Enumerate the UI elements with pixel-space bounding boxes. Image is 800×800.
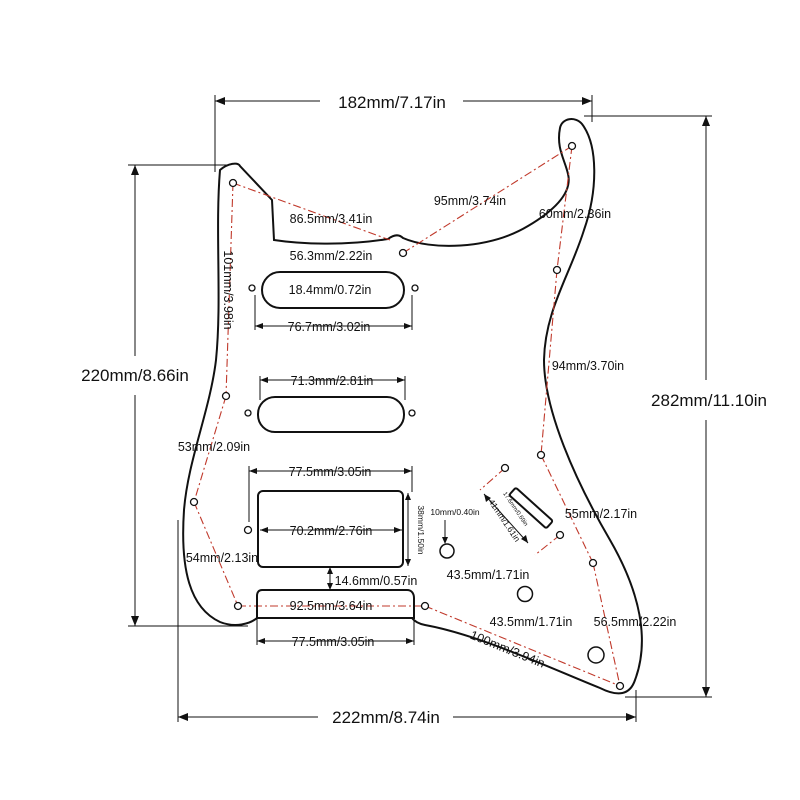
bridge-outer-width-label: 77.5mm/3.05in xyxy=(289,465,372,479)
left-lower-label: 54mm/2.13in xyxy=(186,551,258,565)
red-line-top-right xyxy=(402,145,573,254)
middle-pickup-cutout xyxy=(257,396,405,433)
top-width-label: 182mm/7.17in xyxy=(338,93,446,112)
screw-hole xyxy=(398,248,408,258)
left-height-label: 220mm/8.66in xyxy=(81,366,189,385)
screw-hole xyxy=(552,265,562,275)
bottom-screw-span-label: 92.5mm/3.64in xyxy=(290,599,373,613)
switch-slot-outline xyxy=(508,487,554,529)
knob-spacing-2-label: 43.5mm/1.71in xyxy=(490,615,573,629)
red-line-switch-2 xyxy=(534,534,561,556)
screw-holes xyxy=(189,141,625,691)
screw-hole xyxy=(243,525,253,535)
screw-hole xyxy=(615,681,625,691)
right-middle-label: 94mm/3.70in xyxy=(552,359,624,373)
bottom-width-label: 222mm/8.74in xyxy=(332,708,440,727)
neck-pickup-cutout xyxy=(261,271,405,309)
red-line-left-lower xyxy=(193,501,239,607)
red-line-left-middle xyxy=(193,395,227,503)
bottom-pickup-width-label: 77.5mm/3.05in xyxy=(292,635,375,649)
screw-hole xyxy=(233,601,243,611)
screw-hole xyxy=(567,141,577,151)
red-line-switch-1 xyxy=(479,467,506,491)
screw-hole xyxy=(420,601,430,611)
pickup-screw-hole xyxy=(248,284,256,292)
switch-slot xyxy=(508,487,554,529)
neck-pickup-height-label: 18.4mm/0.72in xyxy=(289,283,372,297)
pickup-screw-hole xyxy=(244,409,252,417)
knob-spacing-1-label: 43.5mm/1.71in xyxy=(447,568,530,582)
middle-pickup-width-label: 71.3mm/2.81in xyxy=(291,374,374,388)
switch-length-label: 41mm/1.61in xyxy=(487,497,523,544)
right-bottom-label: 56.5mm/2.22in xyxy=(594,615,677,629)
red-line-right-middle xyxy=(540,269,558,456)
bottom-diagonal-label: 100mm/3.94in xyxy=(468,628,547,671)
pickup-screw-hole xyxy=(408,409,416,417)
jack-offset-label: 10mm/0.40in xyxy=(430,507,479,517)
red-line-bottom-right xyxy=(424,605,621,687)
bridge-height-label: 38mm/1.50in xyxy=(416,505,426,554)
volume-knob-hole xyxy=(439,543,455,559)
notch-to-top-right-label: 95mm/3.74in xyxy=(434,194,506,208)
pickguard-outline xyxy=(182,118,643,695)
left-middle-label: 53mm/2.09in xyxy=(178,440,250,454)
pickup-screw-hole xyxy=(411,284,419,292)
screw-hole xyxy=(588,558,598,568)
red-line-left-upper xyxy=(225,182,234,397)
screw-hole xyxy=(221,391,231,401)
bridge-inner-width-label: 70.2mm/2.76in xyxy=(290,524,373,538)
bridge-gap-label: 14.6mm/0.57in xyxy=(335,574,418,588)
red-line-right-upper xyxy=(556,145,573,271)
tone-knob-hole-2 xyxy=(587,646,605,664)
red-line-right-lower xyxy=(540,454,594,564)
right-height-label: 282mm/11.10in xyxy=(651,391,767,410)
screw-hole xyxy=(555,530,565,540)
screw-hole xyxy=(189,497,199,507)
screw-hole xyxy=(536,450,546,460)
left-upper-label: 101mm/3.98in xyxy=(221,250,235,329)
right-lower-label: 55mm/2.17in xyxy=(565,507,637,521)
screw-hole xyxy=(228,178,238,188)
red-line-top-left xyxy=(232,182,391,241)
tone-knob-hole-1 xyxy=(516,585,534,603)
right-upper-label: 60mm/2.36in xyxy=(539,207,611,221)
red-line-right-bottom xyxy=(592,562,621,687)
screw-hole xyxy=(500,463,510,473)
neck-pickup-width-label: 76.7mm/3.02in xyxy=(288,320,371,334)
notch-offset-label: 56.3mm/2.22in xyxy=(290,249,373,263)
dimension-lines xyxy=(128,95,712,722)
top-left-to-notch-label: 86.5mm/3.41in xyxy=(290,212,373,226)
inner-dimension-lines xyxy=(248,295,529,645)
